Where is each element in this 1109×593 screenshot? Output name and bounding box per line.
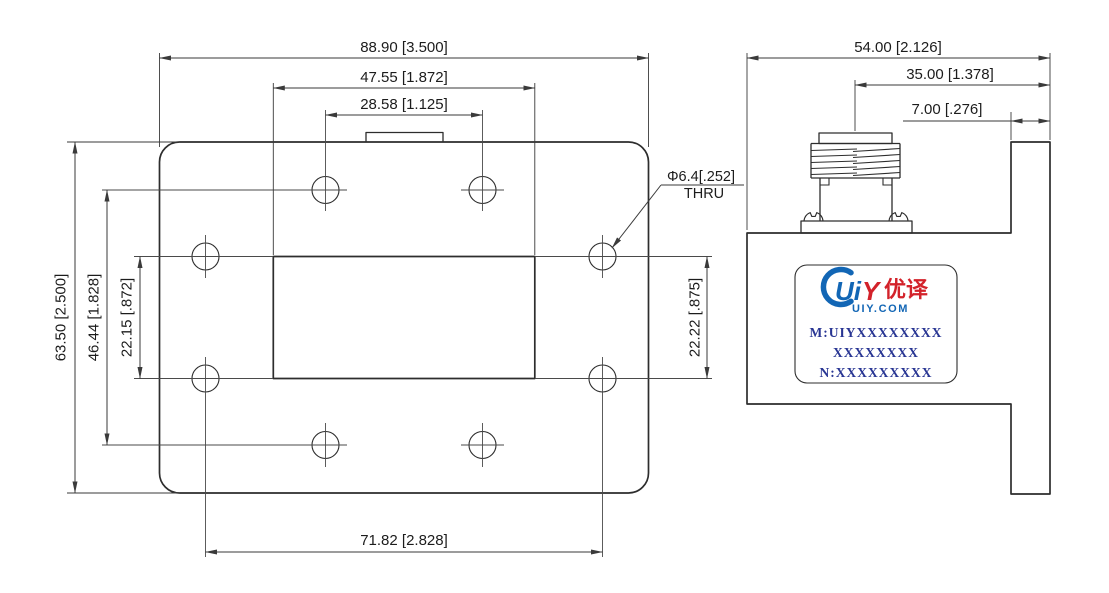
- connector-base-plate: [800, 220, 913, 234]
- side-dimensions: 54.00 [2.126] 35.00 [1.378] 7.00 [.276]: [746, 39, 1051, 124]
- dim-aperture-width: 47.55 [1.872]: [360, 69, 448, 86]
- dim-total-width: 88.90 [3.500]: [360, 39, 448, 56]
- dim-hole-rows-height: 46.44 [1.828]: [86, 274, 103, 362]
- side-view: Ui Y 优译 UIY.COM M:UIYXXXXXXXX XXXXXXXX N…: [746, 39, 1051, 495]
- dim-total-height: 63.50 [2.500]: [53, 274, 70, 362]
- label-model-line: M:UIYXXXXXXXX: [810, 325, 943, 340]
- label-serial-line: N:XXXXXXXXX: [820, 365, 933, 380]
- flange-plate-outline: [158, 141, 650, 494]
- dim-bottom-holes-spacing: 71.82 [2.828]: [360, 532, 448, 549]
- center-lines: [102, 110, 712, 557]
- connector-threads: [810, 142, 901, 179]
- dim-aperture-height: 22.15 [.872]: [119, 278, 136, 357]
- connector-body: [819, 178, 893, 221]
- product-label: Ui Y 优译 UIY.COM M:UIYXXXXXXXX XXXXXXXX N…: [794, 264, 958, 384]
- hole-note-thru: THRU: [684, 186, 724, 202]
- dim-flange-thickness: 7.00 [.276]: [912, 101, 983, 118]
- dim-connector-offset: 35.00 [1.378]: [906, 66, 994, 83]
- logo-text-blue: Ui: [835, 276, 862, 306]
- dim-total-depth: 54.00 [2.126]: [854, 39, 942, 56]
- extension-lines: [67, 53, 649, 494]
- coaxial-connector: [800, 132, 913, 234]
- front-view: 88.90 [3.500] 47.55 [1.872] 28.58 [1.125…: [53, 39, 744, 557]
- connector-spring-fingers: [803, 211, 909, 222]
- front-dimensions: 88.90 [3.500] 47.55 [1.872] 28.58 [1.125…: [53, 39, 710, 555]
- hole-note: Φ6.4[.252] THRU: [611, 169, 744, 249]
- dim-side-holes-height: 22.22 [.875]: [687, 278, 704, 357]
- logo-swoosh-icon: [820, 266, 854, 308]
- uiy-logo: Ui Y 优译 UIY.COM: [820, 266, 929, 315]
- connector-cap: [818, 132, 893, 145]
- logo-domain-text: UIY.COM: [852, 303, 909, 315]
- waveguide-aperture: [272, 255, 536, 380]
- label-model-line2: XXXXXXXX: [833, 345, 919, 360]
- side-extension-lines: [746, 53, 1051, 230]
- hole-note-diameter: Φ6.4[.252]: [667, 169, 735, 185]
- label-border: [794, 264, 958, 384]
- logo-chinese-text: 优译: [884, 277, 929, 302]
- dim-top-holes-spacing: 28.58 [1.125]: [360, 96, 448, 113]
- bolt-holes: [191, 175, 617, 460]
- body-flange-profile: [746, 141, 1051, 495]
- flange-top-tab: [365, 131, 444, 142]
- logo-text-red: Y: [862, 276, 882, 306]
